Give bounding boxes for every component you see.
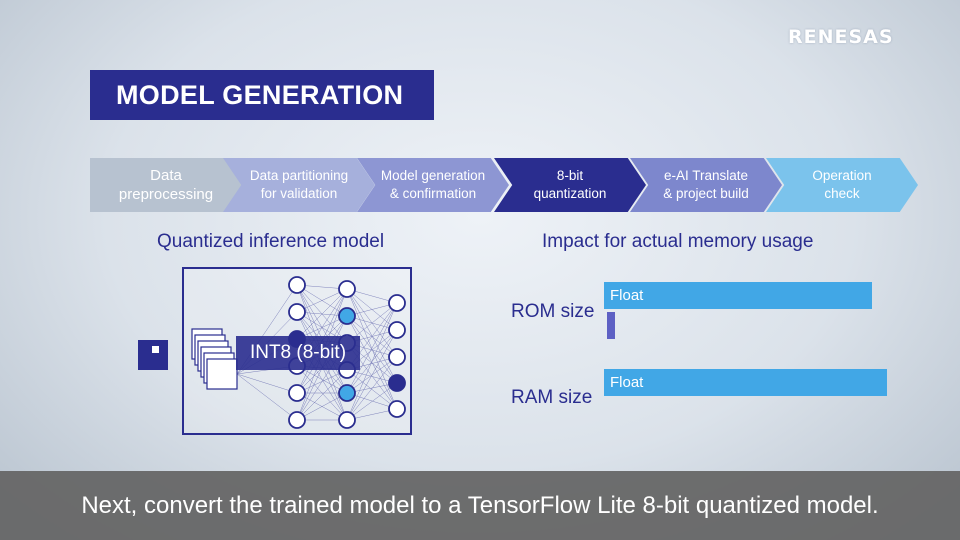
quantized-model-title: Quantized inference model — [157, 231, 385, 252]
step-data-partitioning: Data partitioning for validation — [223, 158, 375, 212]
rom-float-label: Float — [610, 287, 644, 304]
network-node — [338, 411, 356, 429]
ram-float-label: Float — [610, 374, 644, 391]
step-eai-translate: e-AI Translate & project build — [630, 158, 782, 212]
step-model-generation: Model generation & confirmation — [357, 158, 509, 212]
neural-network-diagram — [182, 267, 412, 435]
network-node — [288, 411, 306, 429]
step-data-preprocessing: Data preprocessing — [90, 158, 242, 212]
neural-network-icon — [191, 276, 406, 429]
network-node — [288, 384, 306, 402]
network-node — [338, 280, 356, 298]
int8-badge: INT8 (8-bit) — [236, 336, 360, 370]
rom-size-label: ROM size — [511, 301, 595, 322]
step-operation-check: Operation check — [766, 158, 918, 212]
network-node — [388, 374, 406, 392]
network-node — [288, 303, 306, 321]
network-node — [388, 294, 406, 312]
network-node — [388, 400, 406, 418]
network-node — [388, 321, 406, 339]
renesas-logo: RENESAS — [788, 26, 894, 48]
page-title-text: MODEL GENERATION — [116, 79, 404, 110]
input-image-icon — [138, 340, 168, 370]
page-title: MODEL GENERATION — [90, 70, 434, 120]
network-node — [388, 348, 406, 366]
subtitle-caption: Next, convert the trained model to a Ten… — [0, 471, 960, 540]
network-node — [338, 307, 356, 325]
step-8bit-quantization: 8-bit quantization — [494, 158, 646, 212]
caption-text: Next, convert the trained model to a Ten… — [81, 491, 879, 519]
ram-size-label: RAM size — [511, 387, 593, 408]
rom-float-bar: Float — [604, 282, 872, 309]
rom-quantized-bar — [607, 312, 616, 339]
int8-badge-text: INT8 (8-bit) — [249, 342, 347, 363]
ram-float-bar: Float — [604, 369, 887, 396]
memory-usage-title: Impact for actual memory usage — [542, 231, 814, 252]
process-steps: Data preprocessing Data partitioning for… — [90, 158, 920, 212]
network-node — [338, 384, 356, 402]
network-node — [288, 276, 306, 294]
